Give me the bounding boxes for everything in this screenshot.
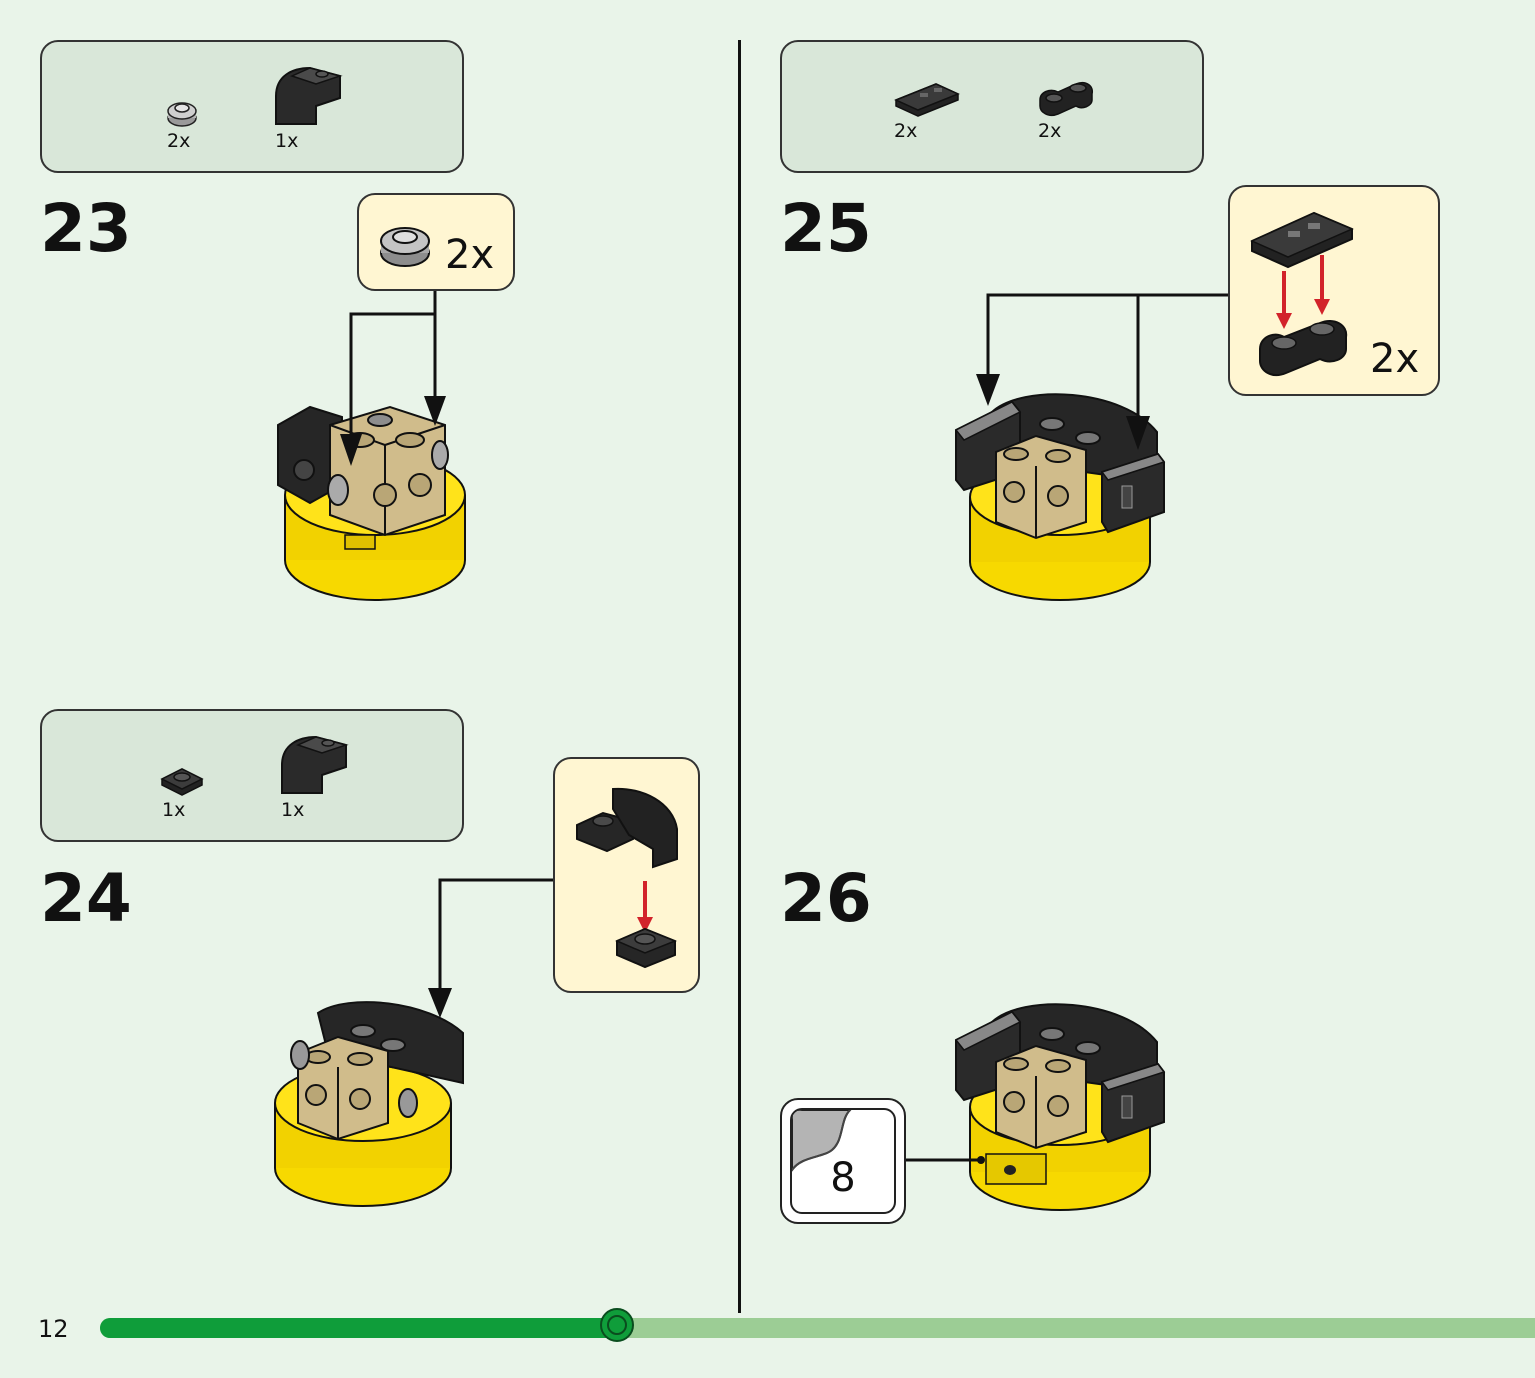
connector-line (349, 291, 437, 452)
sticker-frame: 8 (790, 1108, 896, 1214)
progress-bar (100, 1308, 1535, 1342)
model-step-26 (954, 1003, 1166, 1211)
part-qty: 2x (894, 120, 918, 142)
progress-knob (599, 1308, 634, 1342)
step-number-23: 23 (40, 190, 132, 267)
part-qty: 1x (281, 799, 305, 821)
subassembly-box-step-25: 2x (1228, 185, 1440, 396)
plate-1x1-black-icon (160, 768, 204, 796)
arrow-head (428, 988, 452, 1018)
connector-line (438, 878, 553, 996)
arrow-head (976, 374, 1000, 406)
round-plate-1x1-grey-icon (380, 227, 430, 267)
part-qty: 1x (275, 130, 299, 152)
part-qty: 2x (167, 130, 191, 152)
parts-box-step-23: 2x 1x (40, 40, 464, 173)
column-divider (738, 40, 741, 1313)
sticker-callout-box: 8 (780, 1098, 906, 1224)
connector-dot (977, 1156, 985, 1164)
model-step-24 (274, 1001, 464, 1207)
subassembly-box-step-24 (553, 757, 700, 993)
slope-on-plate-icon (576, 787, 678, 969)
tile-1x2-grille-black-icon (894, 83, 960, 117)
part-qty: 2x (1038, 120, 1062, 142)
parts-box-step-25: 2x 2x (780, 40, 1204, 173)
arrow-head (1126, 416, 1150, 450)
arrow-head (340, 434, 362, 466)
subassembly-qty: 2x (445, 232, 495, 278)
sticker-icon (792, 1110, 852, 1172)
subassembly-qty: 2x (1370, 336, 1420, 382)
page-number: 12 (38, 1315, 69, 1343)
curved-slope-black-icon (281, 735, 349, 794)
progress-fill (100, 1318, 617, 1338)
plate-1x2-rounded-black-icon (1039, 82, 1094, 117)
parts-box-step-24: 1x 1x (40, 709, 464, 842)
step-number-25: 25 (780, 190, 872, 267)
connector-line (986, 293, 1228, 382)
sticker-number: 8 (830, 1155, 856, 1201)
model-step-25 (954, 393, 1166, 601)
tile-on-plate-icon (1250, 211, 1354, 377)
curved-slope-black-icon (275, 66, 343, 125)
step-number-26: 26 (780, 860, 872, 937)
step-number-24: 24 (40, 860, 132, 937)
arrow-head (424, 396, 446, 426)
subassembly-box-step-23: 2x (357, 193, 515, 291)
part-qty: 1x (162, 799, 186, 821)
round-plate-1x1-grey-icon (167, 102, 197, 127)
